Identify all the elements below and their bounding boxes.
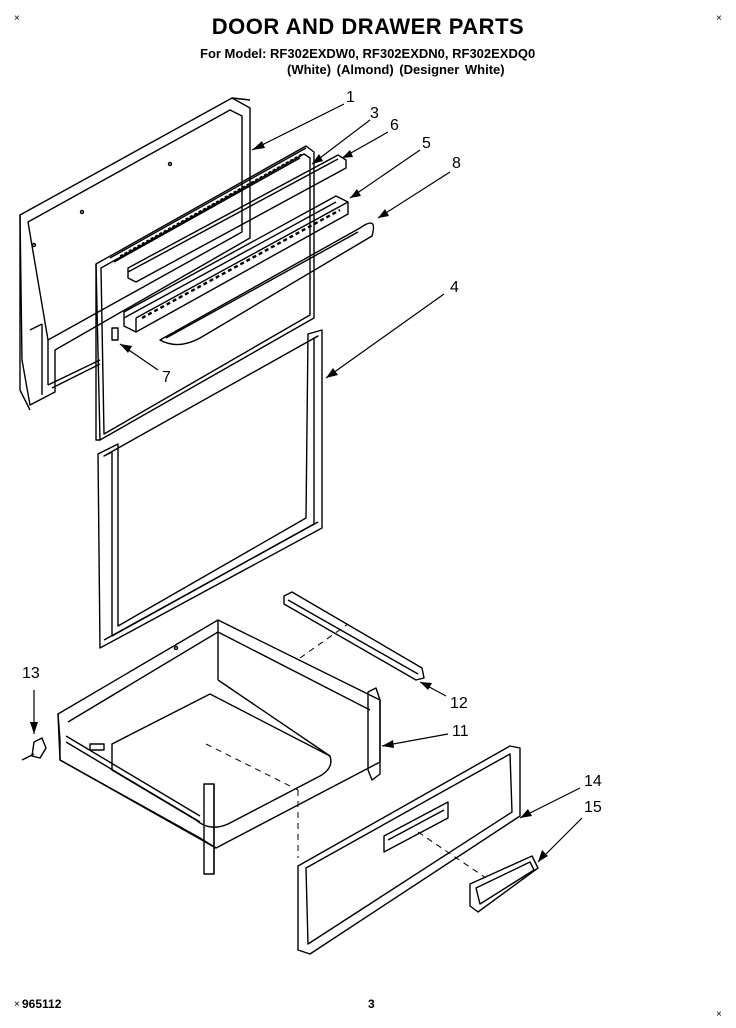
callout-13: 13 <box>22 665 40 682</box>
outer-door-panel <box>19 97 251 411</box>
callout-6: 6 <box>390 117 399 134</box>
registration-mark-bottom-left: × <box>14 999 20 1010</box>
callout-5: 5 <box>422 135 431 152</box>
drawer-pull <box>469 855 539 913</box>
door-gasket <box>97 329 323 649</box>
callout-7: 7 <box>162 369 171 386</box>
drawer-front-panel <box>297 745 521 955</box>
callout-labels: 1 3 6 5 8 4 7 12 11 13 14 15 <box>22 89 602 816</box>
drawer-glide <box>21 737 47 761</box>
callout-4: 4 <box>450 279 459 296</box>
inner-door-liner <box>95 145 315 441</box>
callout-11: 11 <box>452 723 469 740</box>
door-clip <box>111 327 119 341</box>
model-numbers: For Model: RF302EXDW0, RF302EXDN0, RF302… <box>200 46 536 61</box>
callout-12: 12 <box>450 695 468 712</box>
page-title: DOOR AND DRAWER PARTS <box>211 14 525 39</box>
callout-8: 8 <box>452 155 461 172</box>
callout-3: 3 <box>370 105 379 122</box>
callout-14: 14 <box>584 773 602 790</box>
callout-1: 1 <box>346 89 355 106</box>
leader-arrowheads <box>30 141 548 862</box>
door-handle <box>159 222 375 346</box>
callout-15: 15 <box>584 799 602 816</box>
assembly-lines <box>205 623 487 879</box>
registration-mark-top-left: × <box>14 13 20 24</box>
page-number: 3 <box>368 997 375 1011</box>
vent-grille <box>123 195 349 333</box>
drawer-body <box>57 619 381 875</box>
top-trim-strip <box>127 154 347 283</box>
drawer-rail <box>283 591 425 681</box>
diagram-code: 965112 <box>22 997 62 1011</box>
registration-mark-bottom-right: × <box>716 1009 722 1020</box>
registration-mark-top-right: × <box>716 13 722 24</box>
model-colors: (White) (Almond) (Designer White) <box>287 62 505 77</box>
